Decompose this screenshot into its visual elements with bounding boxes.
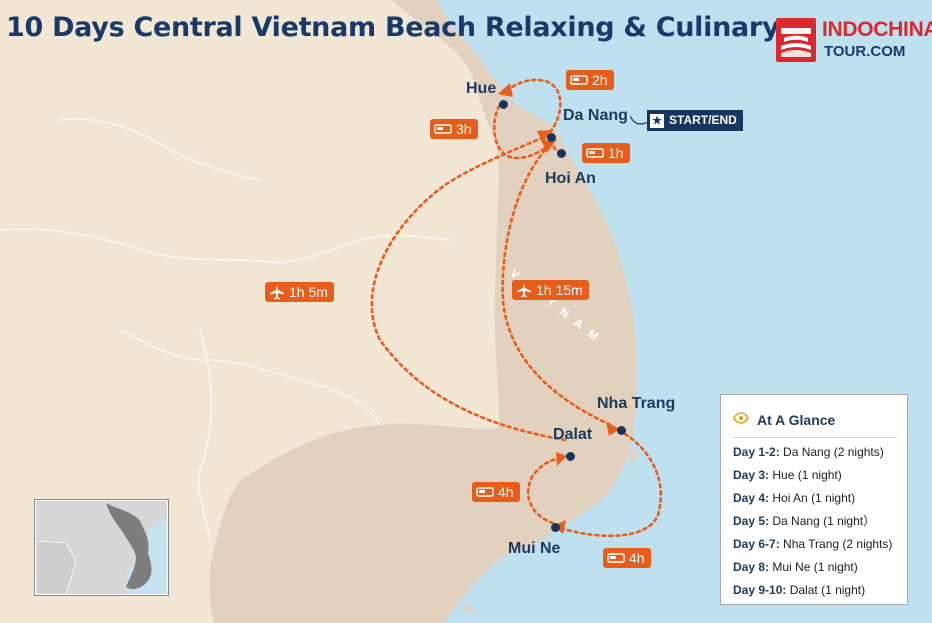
border-line xyxy=(198,329,212,541)
car-icon xyxy=(570,74,588,86)
start-end-badge: ★ START/END xyxy=(647,110,743,131)
car-icon xyxy=(607,552,625,564)
glance-header: At A Glance xyxy=(733,411,835,429)
list-item: Day 8: Mui Ne (1 night) xyxy=(733,559,892,582)
itinerary-day: Day 1-2: xyxy=(733,445,780,459)
itinerary-day: Day 9-10: xyxy=(733,583,787,597)
transfer-duration: 1h 15m xyxy=(536,282,583,298)
itinerary-list: Day 1-2: Da Nang (2 nights) Day 3: Hue (… xyxy=(733,444,892,605)
arrowhead xyxy=(498,83,513,97)
list-item: Day 1-2: Da Nang (2 nights) xyxy=(733,444,892,467)
city-label-mui-ne: Mui Ne xyxy=(508,540,561,557)
plane-icon xyxy=(516,282,532,298)
car-icon xyxy=(586,147,604,159)
transfer-duration: 4h xyxy=(498,484,514,500)
page-title: 10 Days Central Vietnam Beach Relaxing &… xyxy=(6,12,780,43)
city-dot-dalat xyxy=(566,452,575,461)
arrowhead xyxy=(606,422,620,436)
arrowhead xyxy=(541,140,555,153)
inset-locator-map xyxy=(35,500,168,595)
city-dot-da-nang xyxy=(547,133,556,142)
transfer-tag: 1h 5m xyxy=(265,282,334,302)
neighbor-land xyxy=(0,0,500,623)
route-dalat-danang-flight xyxy=(370,135,567,442)
itinerary-day: Day 3: xyxy=(733,468,770,482)
city-label-hoi-an: Hoi An xyxy=(545,170,596,187)
city-dot-hoi-an xyxy=(557,149,566,158)
city-dot-nha-trang xyxy=(617,426,626,435)
transfer-tag: 4h xyxy=(603,548,651,568)
route-muine-dalat xyxy=(527,456,562,525)
island xyxy=(629,449,637,461)
city-label-hue: Hue xyxy=(466,80,497,97)
list-item: Day 3: Hue (1 night) xyxy=(733,467,892,490)
border-line xyxy=(59,118,261,181)
logo-mark-icon xyxy=(776,18,816,62)
transfer-tag: 2h xyxy=(566,70,614,90)
car-icon xyxy=(476,486,494,498)
itinerary-day: Day 4: xyxy=(733,491,770,505)
itinerary-day: Day 5: xyxy=(733,514,770,528)
divider xyxy=(733,437,897,438)
brand-logo: INDOCHINA TOUR.COM xyxy=(776,18,932,64)
city-label-nha-trang: Nha Trang xyxy=(597,395,676,412)
plane-icon xyxy=(269,284,285,300)
list-item: Day 4: Hoi An (1 night) xyxy=(733,490,892,513)
island xyxy=(463,605,473,611)
itinerary-place: Mui Ne (1 night) xyxy=(772,560,858,574)
eye-icon xyxy=(733,411,749,429)
list-item: Day 6-7: Nha Trang (2 nights) xyxy=(733,536,892,559)
city-label-da-nang: Da Nang xyxy=(563,107,628,124)
route-hue-danang xyxy=(492,104,550,160)
route-danang-hue xyxy=(503,78,562,134)
city-dot-hue xyxy=(499,100,508,109)
itinerary-place: Nha Trang (2 nights) xyxy=(783,537,893,551)
start-connector xyxy=(630,115,649,125)
transfer-tag: 4h xyxy=(472,482,520,502)
itinerary-day: Day 6-7: xyxy=(733,537,780,551)
route-nhatrang-muine xyxy=(558,432,663,538)
city-label-dalat: Dalat xyxy=(553,426,593,443)
start-end-label: START/END xyxy=(669,113,737,127)
car-icon xyxy=(434,123,452,135)
itinerary-place: Hue (1 night) xyxy=(772,468,842,482)
list-item: Day 9-10: Dalat (1 night) xyxy=(733,582,892,605)
transfer-duration: 2h xyxy=(592,72,608,88)
glance-title: At A Glance xyxy=(757,412,836,428)
at-a-glance-panel: At A Glance Day 1-2: Da Nang (2 nights) … xyxy=(720,394,908,605)
itinerary-place: Dalat (1 night) xyxy=(789,583,866,597)
transfer-tag: 1h xyxy=(582,143,630,163)
list-item: Day 5: Da Nang (1 night） xyxy=(733,513,892,536)
brand-subtitle: TOUR.COM xyxy=(824,43,906,60)
star-icon: ★ xyxy=(650,113,664,128)
transfer-duration: 4h xyxy=(629,550,645,566)
city-dot-mui-ne xyxy=(551,523,560,532)
itinerary-day: Day 8: xyxy=(733,560,770,574)
itinerary-place: Hoi An (1 night) xyxy=(772,491,856,505)
transfer-duration: 1h 5m xyxy=(289,284,328,300)
arrowhead xyxy=(556,452,567,466)
brand-name: INDOCHINA xyxy=(822,18,932,41)
border-line xyxy=(0,228,451,263)
transfer-duration: 3h xyxy=(456,121,472,137)
border-line xyxy=(119,329,381,426)
transfer-duration: 1h xyxy=(608,145,624,161)
transfer-tag: 3h xyxy=(430,119,478,139)
transfer-tag: 1h 15m xyxy=(512,280,589,300)
itinerary-place: Da Nang (2 nights) xyxy=(783,445,884,459)
itinerary-place: Da Nang (1 night） xyxy=(772,514,876,528)
